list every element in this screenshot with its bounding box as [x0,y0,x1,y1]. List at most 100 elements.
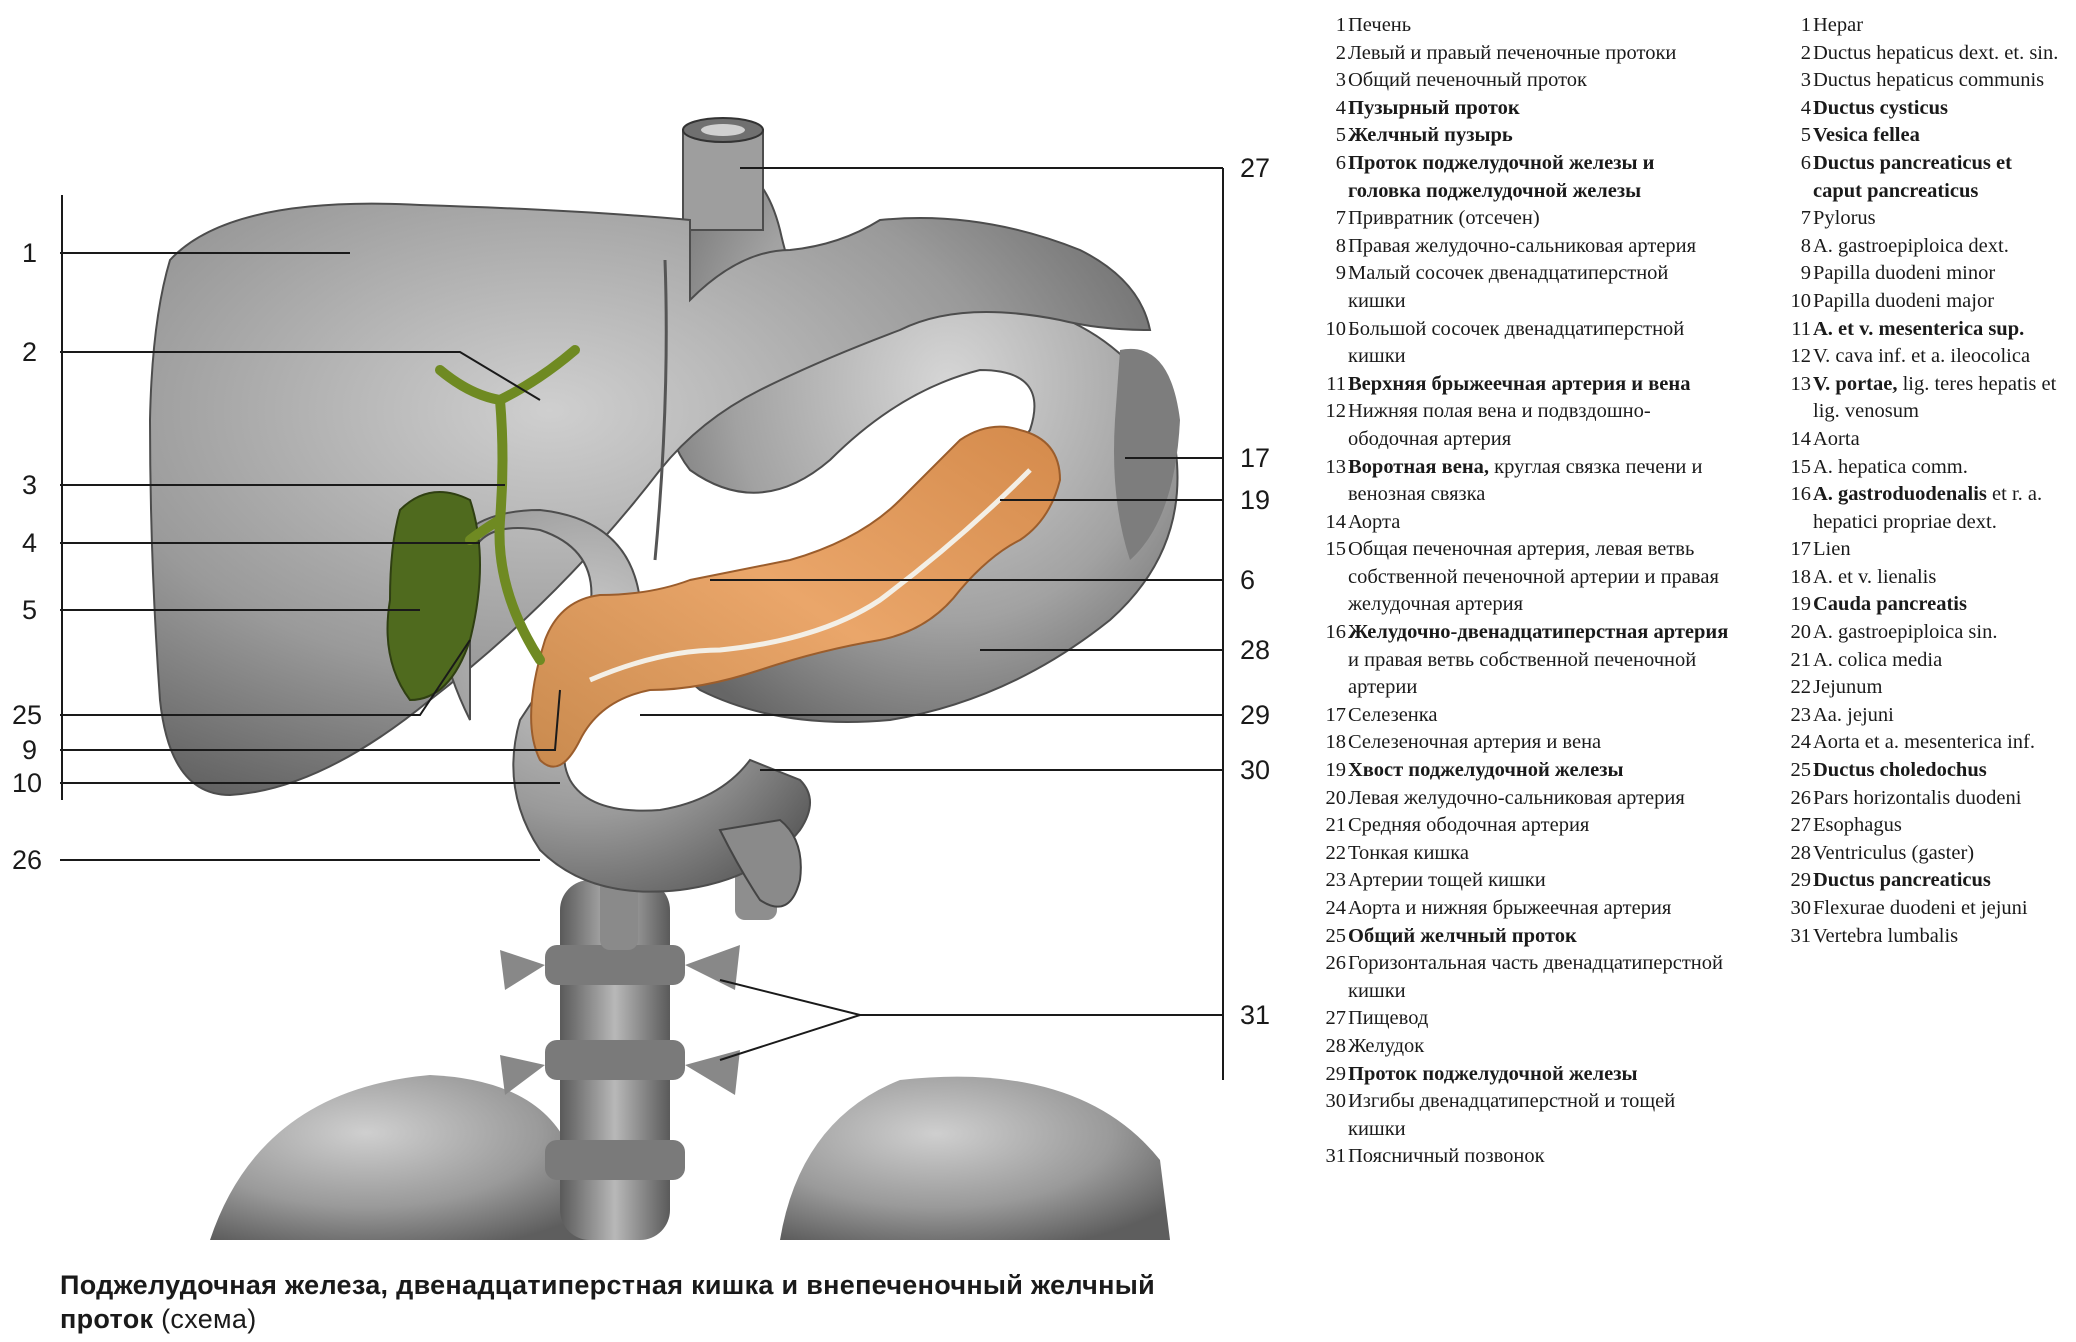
legend-la-item-number: 20 [1785,619,1813,647]
legend-la-item-number: 21 [1785,647,1813,675]
legend-ru-item-20: 20Левая желудочно-сальниковая артерия [1320,785,1730,813]
legend-ru-item-number: 5 [1320,122,1348,150]
legend-la-item-text: Papilla duodeni major [1813,290,1994,312]
legend-ru-item-11: 11Верхняя брыжеечная артерия и вена [1320,371,1730,399]
legend-ru-item-text: Поясничный позвонок [1348,1145,1545,1167]
legend-la-item-text: Ventriculus (gaster) [1813,842,1974,864]
legend-la-item-31: 31Vertebra lumbalis [1785,923,2065,951]
legend-ru-item-text: Артерии тощей кишки [1348,869,1546,891]
legend-la-item-text: Aorta [1813,428,1860,450]
callout-17: 17 [1240,443,1270,473]
legend-ru-item-text: Левый и правый печеночные протоки [1348,42,1676,64]
legend-la-item-text: V. portae, [1813,373,1897,395]
legend-la-item-29: 29Ductus pancreaticus [1785,867,2065,895]
legend-la-item-text: Jejunum [1813,676,1882,698]
legend-ru-item-number: 28 [1320,1033,1348,1061]
legend-la-item-number: 14 [1785,426,1813,454]
figure-caption: Поджелудочная железа, двенадцатиперстная… [60,1268,1240,1336]
legend-la-item-7: 7Pylorus [1785,205,2065,233]
legend-ru-item-text: Общая печеночная артерия, левая ветвь со… [1348,538,1719,615]
legend-ru-item-number: 7 [1320,205,1348,233]
legend-la-item-number: 26 [1785,785,1813,813]
callout-27: 27 [1240,153,1270,183]
callout-28: 28 [1240,635,1270,665]
legend-la-item-number: 8 [1785,233,1813,261]
legend-ru-item-text: Левая желудочно-сальниковая артерия [1348,787,1685,809]
legend-ru-item-23: 23Артерии тощей кишки [1320,867,1730,895]
legend-la-item-number: 16 [1785,481,1813,509]
legend-ru-item-number: 15 [1320,536,1348,564]
legend-ru-item-text: Верхняя брыжеечная артерия и вена [1348,373,1690,395]
legend-la-item-text: Ductus pancreaticus et caput pancreaticu… [1813,152,2012,202]
legend-la-item-text: Ductus pancreaticus [1813,869,1991,891]
legend-ru-item-number: 21 [1320,812,1348,840]
legend-ru-item-text: Хвост поджелудочной железы [1348,759,1623,781]
legend-la-item-text: Ductus choledochus [1813,759,1987,781]
legend-la-item-text: A. et v. mesenterica sup. [1813,318,2024,340]
legend-la-item-text: Ductus cysticus [1813,97,1948,119]
legend-la-item-number: 7 [1785,205,1813,233]
legend-la-item-6: 6Ductus pancreaticus et caput pancreatic… [1785,150,2065,205]
esophagus [683,118,763,230]
legend-la-item-number: 22 [1785,674,1813,702]
legend-la-item-text: A. gastroepiploica dext. [1813,235,2009,257]
legend-ru-item-10: 10Большой сосочек двенадцатиперстной киш… [1320,316,1730,371]
legend-ru-item-number: 6 [1320,150,1348,178]
legend-ru-item-number: 3 [1320,67,1348,95]
legend-ru-item-13: 13Воротная вена, круглая связка печени и… [1320,454,1730,509]
legend-ru-item-6: 6Проток поджелудочной железы и головка п… [1320,150,1730,205]
legend-la-item-text: Vertebra lumbalis [1813,925,1958,947]
legend-ru-item-number: 10 [1320,316,1348,344]
legend-la-item-number: 28 [1785,840,1813,868]
legend-la-item-text: Vesica fellea [1813,124,1920,146]
legend-ru-item-8: 8Правая желудочно-сальниковая артерия [1320,233,1730,261]
legend-ru-item-28: 28Желудок [1320,1033,1730,1061]
legend-la-item-number: 4 [1785,95,1813,123]
callout-10: 10 [12,768,42,798]
legend-ru-item-text: Тонкая кишка [1348,842,1469,864]
legend-ru-item-text: Проток поджелудочной железы и головка по… [1348,152,1654,202]
callout-19: 19 [1240,485,1270,515]
legend-ru-item-number: 19 [1320,757,1348,785]
legend-ru-item-14: 14Аорта [1320,509,1730,537]
legend-la-item-number: 1 [1785,12,1813,40]
callout-1: 1 [22,238,37,268]
legend-la-item-text: Esophagus [1813,814,1902,836]
legend-la-item-text: Pylorus [1813,207,1876,229]
legend-la-item-text: A. hepatica comm. [1813,456,1968,478]
legend-la-item-number: 2 [1785,40,1813,68]
legend-la-item-17: 17Lien [1785,536,2065,564]
legend-la-item-text: Ductus hepaticus dext. et. sin. [1813,42,2058,64]
legend-la-item-number: 13 [1785,371,1813,399]
legend-ru-item-text: Селезенка [1348,704,1438,726]
legend-ru-item-text: и правая ветвь собственной печеночной ар… [1348,649,1696,699]
legend-ru-item-text: Общий желчный проток [1348,925,1577,947]
callout-6: 6 [1240,565,1255,595]
legend-ru-item-text: Пищевод [1348,1007,1428,1029]
legend-la-item-text: Hepar [1813,14,1863,36]
legend-ru-item-text: Печень [1348,14,1411,36]
legend-la-item-number: 12 [1785,343,1813,371]
legend-ru-item-text: Проток поджелудочной железы [1348,1063,1638,1085]
callout-31: 31 [1240,1000,1270,1030]
pelvis-shape-right [780,1077,1170,1240]
legend-ru-item-number: 24 [1320,895,1348,923]
anatomy-illustration: 1 2 3 4 5 25 9 10 26 27 17 19 6 28 29 30… [0,0,1300,1342]
legend-ru-item-text: Малый сосочек двенадцатиперстной кишки [1348,262,1668,312]
legend-la-item-24: 24Aorta et a. mesenterica inf. [1785,729,2065,757]
